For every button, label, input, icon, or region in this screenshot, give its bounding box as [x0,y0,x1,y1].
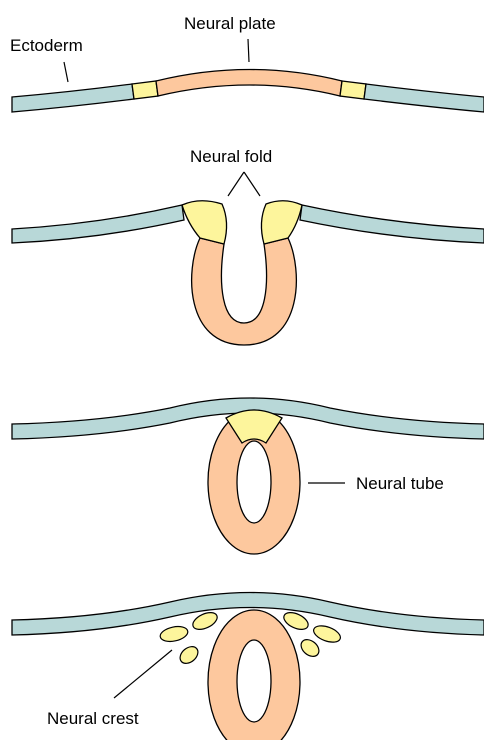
neural-crest-leader [114,650,172,698]
plate-border-left [132,81,158,99]
neural-crest-cell [159,624,189,644]
neural-fold-leader-left [228,172,244,196]
neural-crest-cell [190,609,219,633]
plate-border-right [340,81,366,99]
ectoderm-right [300,205,484,243]
neural-fold-right [261,201,302,244]
neural-crest-label: Neural crest [47,709,139,728]
neural-crest-cell [311,623,342,646]
neural-plate [156,70,342,97]
neural-fold-leader-right [244,172,260,196]
stage-neural-tube: Neural tube [12,398,484,554]
ectoderm-left [12,205,184,243]
neural-tube [208,610,300,740]
ectoderm-label: Ectoderm [10,36,83,55]
ectoderm-right [364,84,484,112]
neural-fold-left [182,201,227,244]
stage-neural-fold: Neural fold [12,147,484,345]
ectoderm-leader [64,62,68,82]
neural-tube-label: Neural tube [356,474,444,493]
neural-fold-label: Neural fold [190,147,272,166]
stage-neural-plate: Ectoderm Neural plate [10,14,484,112]
neural-crest-cell [177,643,201,667]
neural-plate-label: Neural plate [184,14,276,33]
neural-groove [192,238,297,345]
neural-crest-cell [298,636,322,660]
stage-neural-crest: Neural crest [12,593,484,740]
neural-plate-leader [248,39,249,62]
ectoderm-left [12,84,134,112]
